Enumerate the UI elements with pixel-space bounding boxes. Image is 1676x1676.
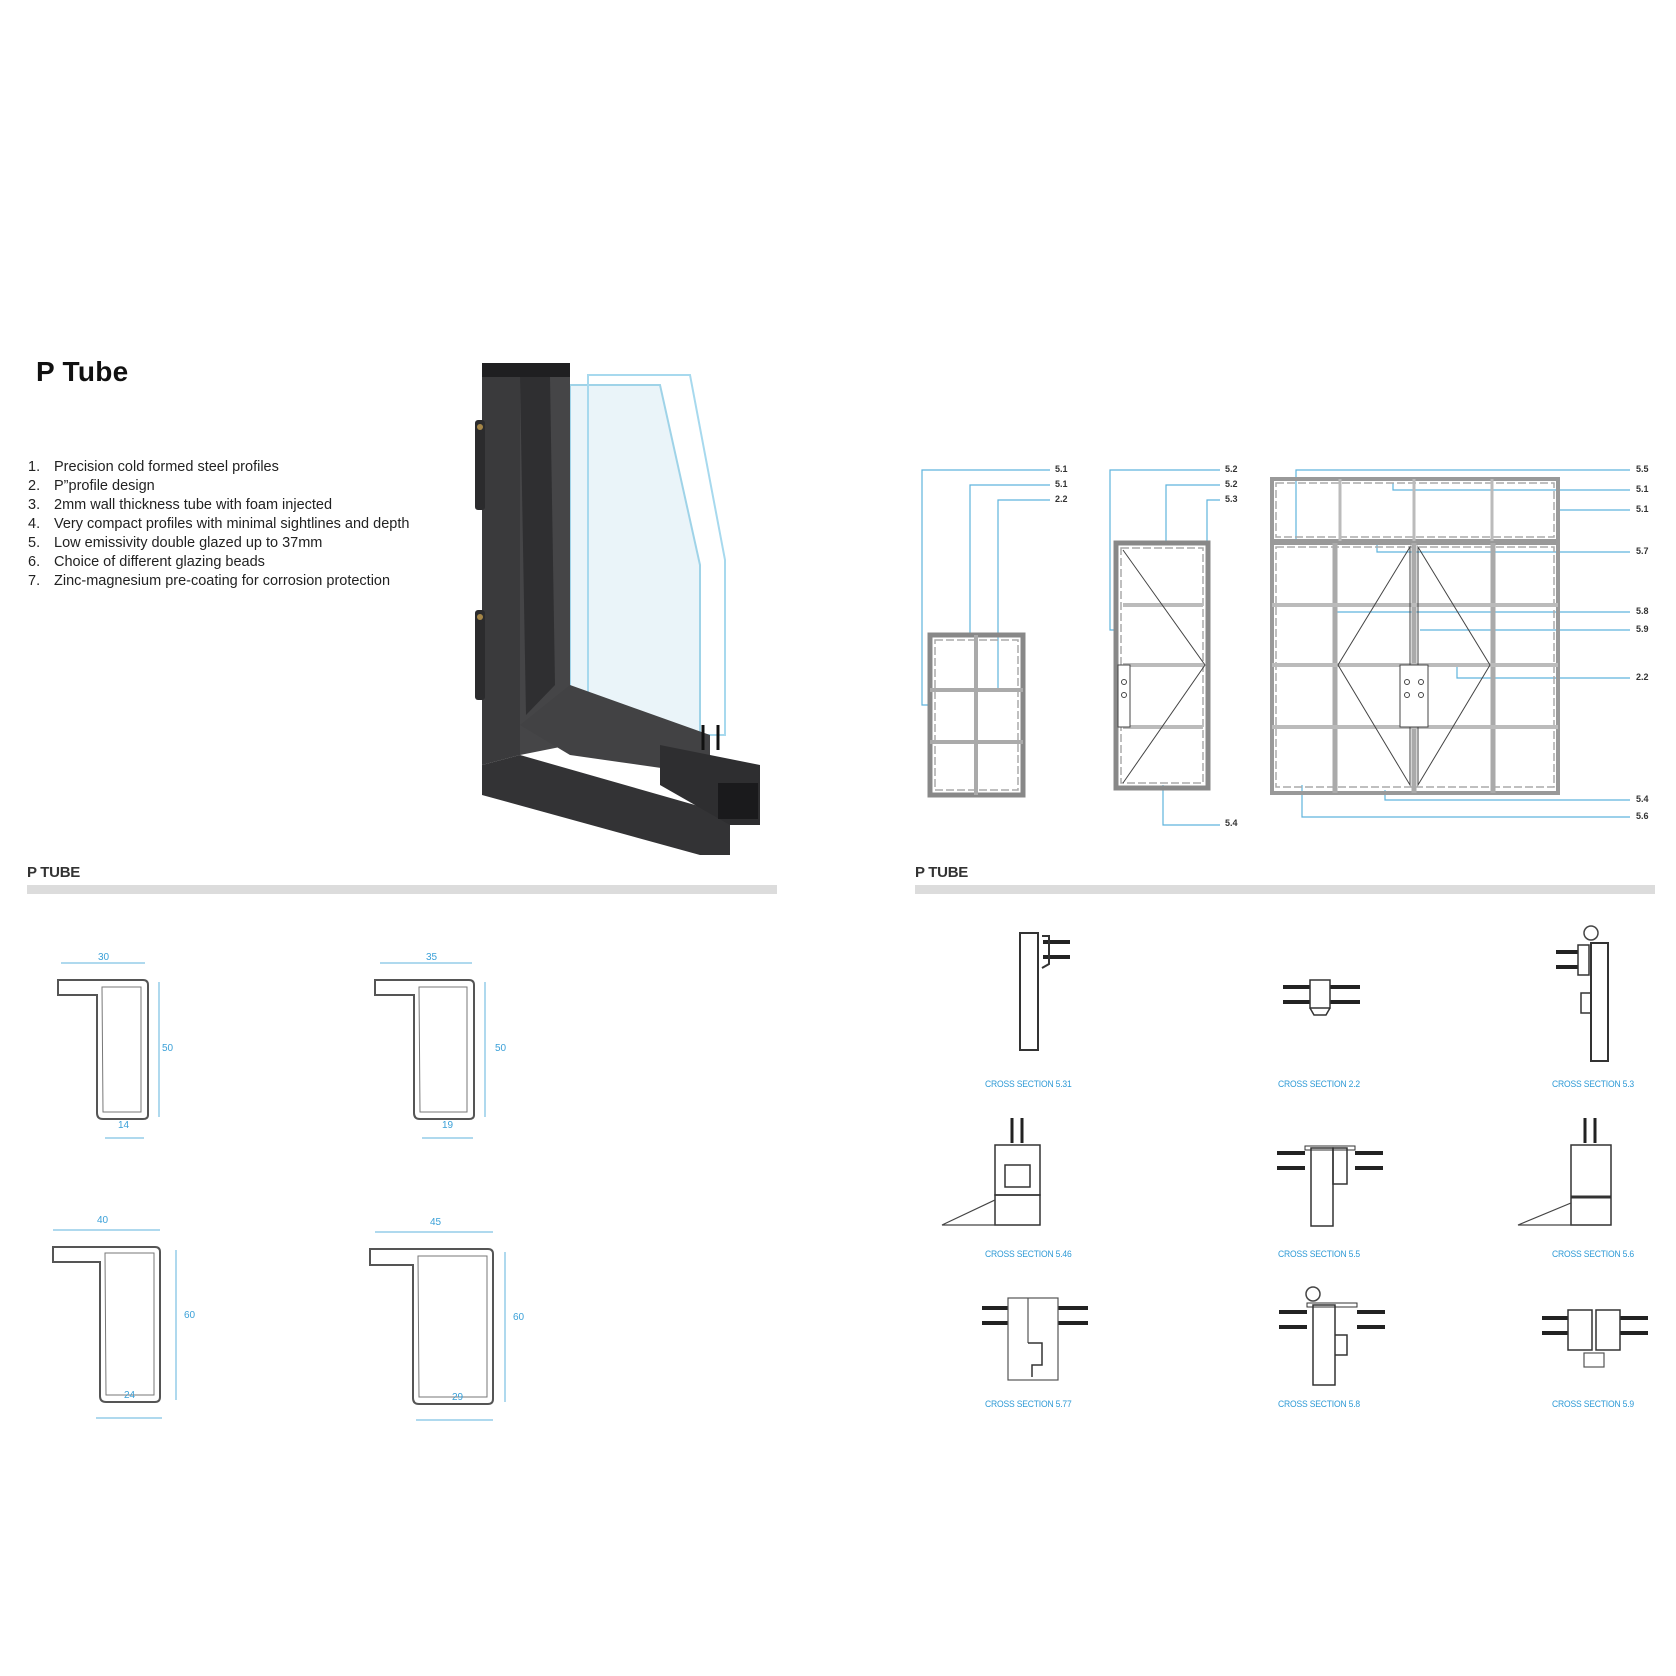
dimension-bottom: 29: [452, 1392, 464, 1403]
section-divider: [27, 885, 777, 894]
double-door-elevation: [1270, 469, 1630, 818]
feature-item: 3.2mm wall thickness tube with foam inje…: [28, 497, 333, 513]
section-heading: P TUBE: [27, 864, 80, 881]
cross-section-drawing: [1019, 932, 1070, 1051]
feature-item: 6.Choice of different glazing beads: [28, 554, 265, 570]
callout-label: 5.8: [1636, 606, 1649, 616]
dimension-top: 35: [426, 952, 438, 963]
dimension-top: 40: [97, 1215, 109, 1226]
cross-section-label: CROSS SECTION 5.8: [1278, 1399, 1360, 1410]
callout-label: 2.2: [1055, 494, 1068, 504]
callout-label: 2.2: [1636, 672, 1649, 682]
dimension-bottom: 24: [124, 1390, 136, 1401]
cross-section-label: CROSS SECTION 5.46: [985, 1249, 1072, 1260]
cross-section-drawing: [1283, 979, 1360, 1016]
product-title: P Tube: [36, 356, 129, 387]
cross-section-drawing: [1542, 1309, 1648, 1368]
cross-section-drawing: [1556, 925, 1609, 1062]
profile-drawing: [369, 1231, 506, 1421]
cross-section-label: CROSS SECTION 5.77: [985, 1399, 1072, 1410]
callout-label: 5.1: [1055, 464, 1068, 474]
profile-drawing: [52, 1229, 177, 1419]
dimension-height: 50: [162, 1043, 174, 1054]
callout-label: 5.2: [1225, 464, 1238, 474]
callout-label: 5.1: [1055, 479, 1068, 489]
callout-label: 5.3: [1225, 494, 1238, 504]
cross-section-label: CROSS SECTION 5.9: [1552, 1399, 1634, 1410]
feature-list: 1.Precision cold formed steel profiles 2…: [28, 458, 409, 591]
dimension-bottom: 14: [118, 1120, 130, 1131]
callout-label: 5.4: [1225, 818, 1238, 828]
cross-section-drawing: [982, 1297, 1088, 1381]
callout-label: 5.1: [1636, 484, 1649, 494]
feature-item: 2.P”profile design: [28, 478, 155, 494]
dimension-height: 60: [513, 1312, 525, 1323]
callout-label: 5.4: [1636, 794, 1649, 804]
cross-section-drawing: [1517, 1118, 1612, 1226]
feature-item: 7.Zinc-magnesium pre-coating for corrosi…: [28, 573, 391, 589]
cross-section-label: CROSS SECTION 5.5: [1278, 1249, 1360, 1260]
cross-section-drawing: [1277, 1145, 1383, 1227]
feature-item: 1.Precision cold formed steel profiles: [28, 459, 279, 475]
callout-label: 5.2: [1225, 479, 1238, 489]
dimension-bottom: 19: [442, 1120, 454, 1131]
dimension-top: 30: [98, 952, 110, 963]
cross-section-label: CROSS SECTION 5.6: [1552, 1249, 1634, 1260]
cross-section-label: CROSS SECTION 5.31: [985, 1079, 1072, 1090]
section-divider: [915, 885, 1655, 894]
cross-section-drawing: [941, 1118, 1041, 1226]
frame-corner-render: [475, 363, 760, 855]
feature-item: 5.Low emissivity double glazed up to 37m…: [28, 535, 323, 551]
section-heading: P TUBE: [915, 864, 968, 881]
feature-item: 4.Very compact profiles with minimal sig…: [28, 516, 410, 532]
cross-section-label: CROSS SECTION 2.2: [1278, 1079, 1360, 1090]
callout-label: 5.1: [1636, 504, 1649, 514]
profile-drawing: [374, 962, 486, 1139]
callout-label: 5.9: [1636, 624, 1649, 634]
cross-section-drawing: [1279, 1286, 1385, 1386]
dimension-height: 60: [184, 1310, 196, 1321]
callout-label: 5.5: [1636, 464, 1649, 474]
callout-label: 5.6: [1636, 811, 1649, 821]
window-elevation: [921, 469, 1220, 826]
cross-section-label: CROSS SECTION 5.3: [1552, 1079, 1634, 1090]
callout-label: 5.7: [1636, 546, 1649, 556]
dimension-top: 45: [430, 1217, 442, 1228]
profile-drawing: [57, 962, 160, 1139]
dimension-height: 50: [495, 1043, 507, 1054]
